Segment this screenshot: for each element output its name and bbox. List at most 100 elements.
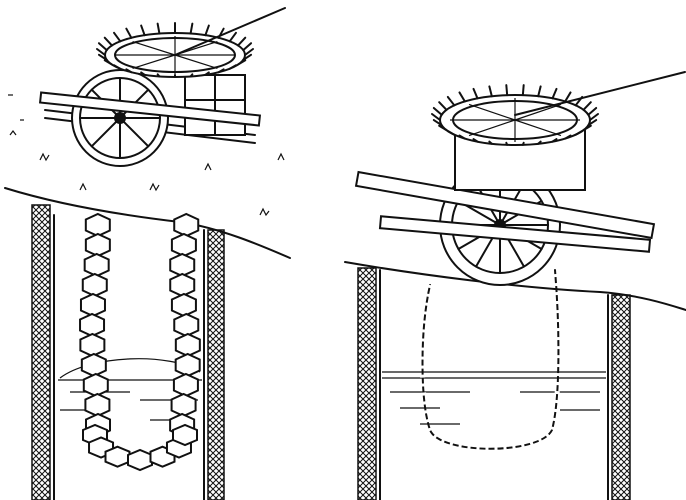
chain-link [127, 448, 153, 472]
wheel-hub [114, 112, 126, 124]
gear-tooth [242, 42, 253, 52]
gear-spoke [468, 119, 516, 137]
gear-tooth [438, 101, 448, 111]
chain-link [173, 212, 200, 238]
gear-tooth [564, 91, 572, 103]
gear-tooth [446, 95, 456, 107]
chain-link [81, 272, 108, 298]
gear-tooth [97, 53, 108, 61]
gear-tooth [458, 91, 466, 103]
right-water [382, 371, 606, 425]
right-pump-panel [344, 71, 686, 500]
gear-tooth [505, 141, 509, 146]
gear-tooth [156, 22, 161, 35]
gear-tooth [488, 85, 493, 98]
chain-link [170, 392, 197, 418]
chain-link [104, 445, 131, 468]
gear-tooth [551, 138, 558, 143]
chain-link [79, 292, 106, 318]
right-wheel-assembly [354, 71, 686, 286]
gear-tooth [242, 53, 253, 61]
gear-tooth [432, 119, 443, 127]
gear-tooth [244, 48, 254, 56]
gear-tooth [458, 134, 466, 140]
gear-tooth [204, 71, 210, 76]
chain-link [80, 352, 107, 378]
gear-tooth [438, 124, 448, 132]
gear-tooth [432, 106, 443, 116]
gear-tooth [551, 87, 558, 100]
left-wheel-assembly [38, 7, 286, 167]
gear-tooth [582, 101, 592, 111]
gear-tooth [488, 140, 493, 145]
gear-tooth [189, 73, 194, 78]
chain-link [170, 232, 197, 258]
gear-tooth [564, 134, 572, 140]
gear-spoke [468, 103, 516, 121]
chain-link [169, 272, 196, 298]
gear-tooth [587, 106, 598, 116]
chain-link [173, 312, 200, 338]
gear-tooth [537, 85, 542, 98]
chain-link [174, 352, 201, 378]
frame-beam [354, 170, 656, 240]
gear-tooth [237, 36, 247, 47]
gear-tooth [125, 27, 133, 39]
left-well-shaft [31, 204, 225, 500]
left-hexagonal-chain [79, 212, 201, 472]
gear-spoke [514, 103, 562, 121]
chain-link [174, 332, 201, 358]
chain-link [170, 292, 197, 318]
gear-tooth [103, 36, 113, 47]
gear-spoke [132, 40, 176, 56]
gear-tooth [587, 119, 598, 127]
gear-tooth [537, 140, 542, 145]
left-pump-panel [4, 7, 291, 500]
right-ground-line [344, 261, 686, 311]
wheel-spoke [119, 117, 150, 148]
gear-tooth [217, 68, 225, 74]
gear-tooth [140, 24, 146, 37]
chain-link [79, 312, 106, 338]
gear-tooth [113, 64, 122, 70]
chain-link [172, 372, 199, 398]
drive-pole [514, 71, 686, 116]
gear-tooth [228, 31, 237, 43]
chain-link [169, 252, 196, 278]
gear-tooth [472, 87, 479, 100]
right-rope-chain [421, 269, 560, 450]
gear-tooth [589, 113, 599, 121]
gear-spoke [132, 54, 176, 70]
gear-tooth [204, 24, 210, 37]
gear-tooth [125, 68, 133, 74]
chain-link [172, 423, 198, 447]
chain-link [82, 372, 109, 398]
gear-tooth [574, 130, 584, 136]
gear-spoke [174, 54, 218, 70]
gear-tooth [582, 124, 592, 132]
chain-link [84, 232, 111, 258]
chain-link [83, 252, 110, 278]
right-well-shaft [357, 267, 631, 500]
chain-link [84, 392, 111, 418]
gear-tooth [103, 59, 113, 66]
gear-tooth [521, 84, 525, 97]
wheel-spoke [90, 117, 121, 148]
chain-link [84, 212, 111, 238]
drive-pole [174, 7, 286, 56]
gear-tooth [431, 113, 441, 121]
gear-tooth [446, 130, 456, 136]
gear-tooth [228, 64, 237, 70]
gear-spoke [514, 119, 562, 137]
gear-tooth [505, 84, 509, 97]
gear-tooth [189, 22, 194, 35]
grass [8, 94, 285, 217]
gear-tooth [113, 31, 122, 43]
gear-tooth [472, 138, 479, 143]
chain-link [79, 332, 106, 358]
gear-tooth [237, 59, 247, 66]
gear-tooth [96, 48, 106, 56]
gear-tooth [156, 73, 161, 78]
gear-tooth [140, 71, 146, 76]
